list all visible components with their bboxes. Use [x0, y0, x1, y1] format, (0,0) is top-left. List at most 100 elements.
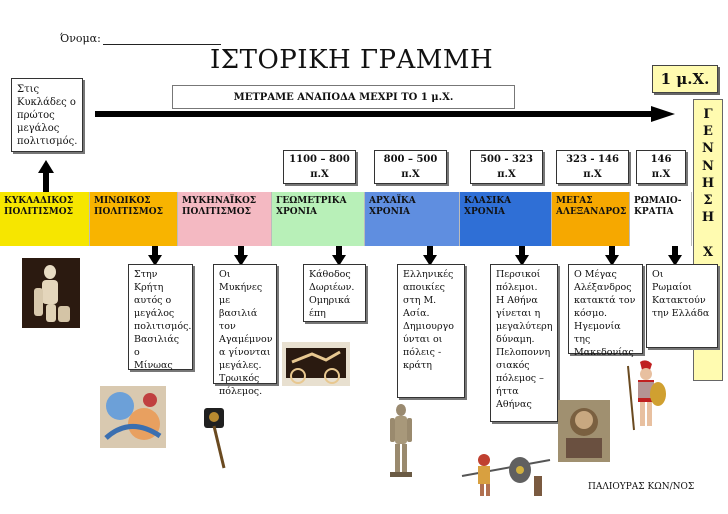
roman-soldier-image	[622, 360, 668, 432]
note-line: Δημιουργο	[403, 321, 454, 332]
era-label-line: ΠΟΛΙΤΙΣΜΟΣ	[4, 207, 73, 217]
note-line: α γίνονται	[219, 347, 271, 358]
note-line: την Ελλάδα	[652, 308, 710, 319]
mycenaean-down-arrow	[234, 246, 248, 266]
birth-strip-letter: Η	[701, 175, 715, 191]
era-label-line: ΚΛΑΣΙΚΑ	[464, 196, 512, 206]
note-line: Τρωικός	[219, 373, 260, 384]
birth-strip-letter: Ν	[702, 158, 714, 174]
page-title: ΙΣΤΟΡΙΚΗ ΓΡΑΜΜΗ	[210, 45, 494, 75]
note-line: Αθήνας	[496, 399, 532, 410]
era-label-line: ΑΛΕΞΑΝΔΡΟΣ	[556, 207, 627, 217]
note-line: Μυκήνες με	[219, 282, 263, 306]
date-range: 500 - 323	[480, 154, 533, 165]
cyclades-up-arrow	[38, 160, 54, 192]
note-line: Ελληνικές	[403, 269, 454, 280]
minoan-down-arrow	[148, 246, 162, 266]
note-line: δύναμη.	[496, 334, 535, 345]
era-label-line: ΜΙΝΩΙΚΟΣ	[94, 196, 151, 206]
birth-strip-letter: Χ	[702, 244, 714, 260]
name-field[interactable]: Όνομα:	[60, 32, 221, 45]
date-box-geometric: 1100 – 800 π.Χ	[283, 150, 356, 184]
era-label-line: ΜΥΚΗΝΑΪΚΟΣ	[182, 196, 257, 206]
note-line: Η Αθήνα	[496, 295, 538, 306]
note-line: ύνται οι	[403, 334, 443, 345]
note-line: αυτός ο	[134, 295, 172, 306]
mycenaean-pin-image	[200, 408, 228, 470]
note-line: πόλεμος.	[219, 386, 263, 397]
birth-strip-letter: Ε	[703, 124, 713, 140]
note-line: ήττα	[496, 386, 519, 397]
date-box-alexander: 323 - 146 π.Χ	[556, 150, 629, 184]
note-archaic: Ελληνικές αποικίες στη Μ. Ασία. Δημιουργο ύντ…	[397, 264, 465, 398]
era-label-line: ΓΕΩΜΕΤΡΙΚΑ	[276, 196, 347, 206]
ad-year-box: 1 μ.Χ.	[652, 65, 718, 93]
era-label-line: ΧΡΟΝΙΑ	[369, 207, 411, 217]
note-line: Μακεδονίας	[574, 347, 634, 358]
roman-down-arrow	[668, 246, 682, 266]
era-label-line: ΑΡΧΑΪΚΑ	[369, 196, 416, 206]
note-line: Οι	[219, 269, 231, 280]
date-box-classical: 500 - 323 π.Χ	[470, 150, 543, 184]
note-line: πολιτισμός.	[134, 321, 192, 332]
era-label-line: ΜΕΓΑΣ	[556, 196, 593, 206]
note-line: Αλέξανδρος	[574, 282, 632, 293]
era-label-line: ΡΩΜΑΙΟ-	[634, 196, 682, 206]
birth-strip-letter: Ν	[702, 141, 714, 157]
archaic-down-arrow	[423, 246, 437, 266]
era-label-line: ΧΡΟΝΙΑ	[464, 207, 506, 217]
note-line: πόλεμοι.	[496, 282, 538, 293]
date-box-archaic: 800 – 500 π.Χ	[374, 150, 447, 184]
note-line: Ρωμαίοι	[652, 282, 692, 293]
classical-down-arrow	[515, 246, 529, 266]
name-blank-line[interactable]	[102, 34, 221, 45]
date-era-suffix: π.Χ	[401, 169, 420, 180]
note-line: γίνεται η	[496, 308, 541, 319]
note-line: στη Μ.	[403, 295, 437, 306]
date-range: 1100 – 800	[289, 154, 350, 165]
note-line: Κάθοδος	[309, 269, 351, 280]
note-line: βασιλιά τον	[219, 308, 258, 332]
note-line: Ομηρικά	[309, 295, 351, 306]
geometric-chariot-image	[282, 342, 350, 386]
note-line: Μίνωας	[134, 360, 173, 371]
date-era-suffix: π.Χ	[651, 169, 671, 180]
note-line: Ο Μέγας	[574, 269, 617, 280]
note-line: κατακτά τον	[574, 295, 636, 306]
date-range: 800 – 500	[383, 154, 438, 165]
note-line: κόσμο.	[574, 308, 608, 319]
kouros-statue-image	[384, 402, 418, 478]
note-line: κράτη	[403, 360, 432, 371]
era-roman: ΡΩΜΑΙΟ-ΚΡΑΤΙΑ	[630, 192, 692, 246]
note-line: πόλεμος –	[496, 373, 544, 384]
note-line: αποικίες	[403, 282, 446, 293]
date-range: 146	[650, 154, 672, 165]
cyclades-note: Στις Κυκλάδες ο πρώτος μεγάλος πολιτισμό…	[11, 78, 83, 152]
era-label-line: ΠΟΛΙΤΙΣΜΟΣ	[182, 207, 251, 217]
era-label-line: ΠΟΛΙΤΙΣΜΟΣ	[94, 207, 163, 217]
cycladic-figurine-image	[22, 258, 80, 328]
note-line: Στην	[134, 269, 158, 280]
timeline-arrow	[95, 106, 675, 122]
note-line: μεγάλες.	[219, 360, 262, 371]
note-line: Βασιλιάς ο	[134, 334, 180, 358]
date-era-suffix: π.Χ	[583, 169, 602, 180]
note-line: Ασία.	[403, 308, 430, 319]
author-credit: ΠΑΛΙΟΥΡΑΣ ΚΩΝ/ΝΟΣ	[588, 482, 695, 492]
note-line: Οι	[652, 269, 664, 280]
era-label-line: ΚΥΚΛΑΔΙΚΟΣ	[4, 196, 74, 206]
date-range: 323 - 146	[566, 154, 619, 165]
note-line: έπη	[309, 308, 326, 319]
alexander-down-arrow	[605, 246, 619, 266]
